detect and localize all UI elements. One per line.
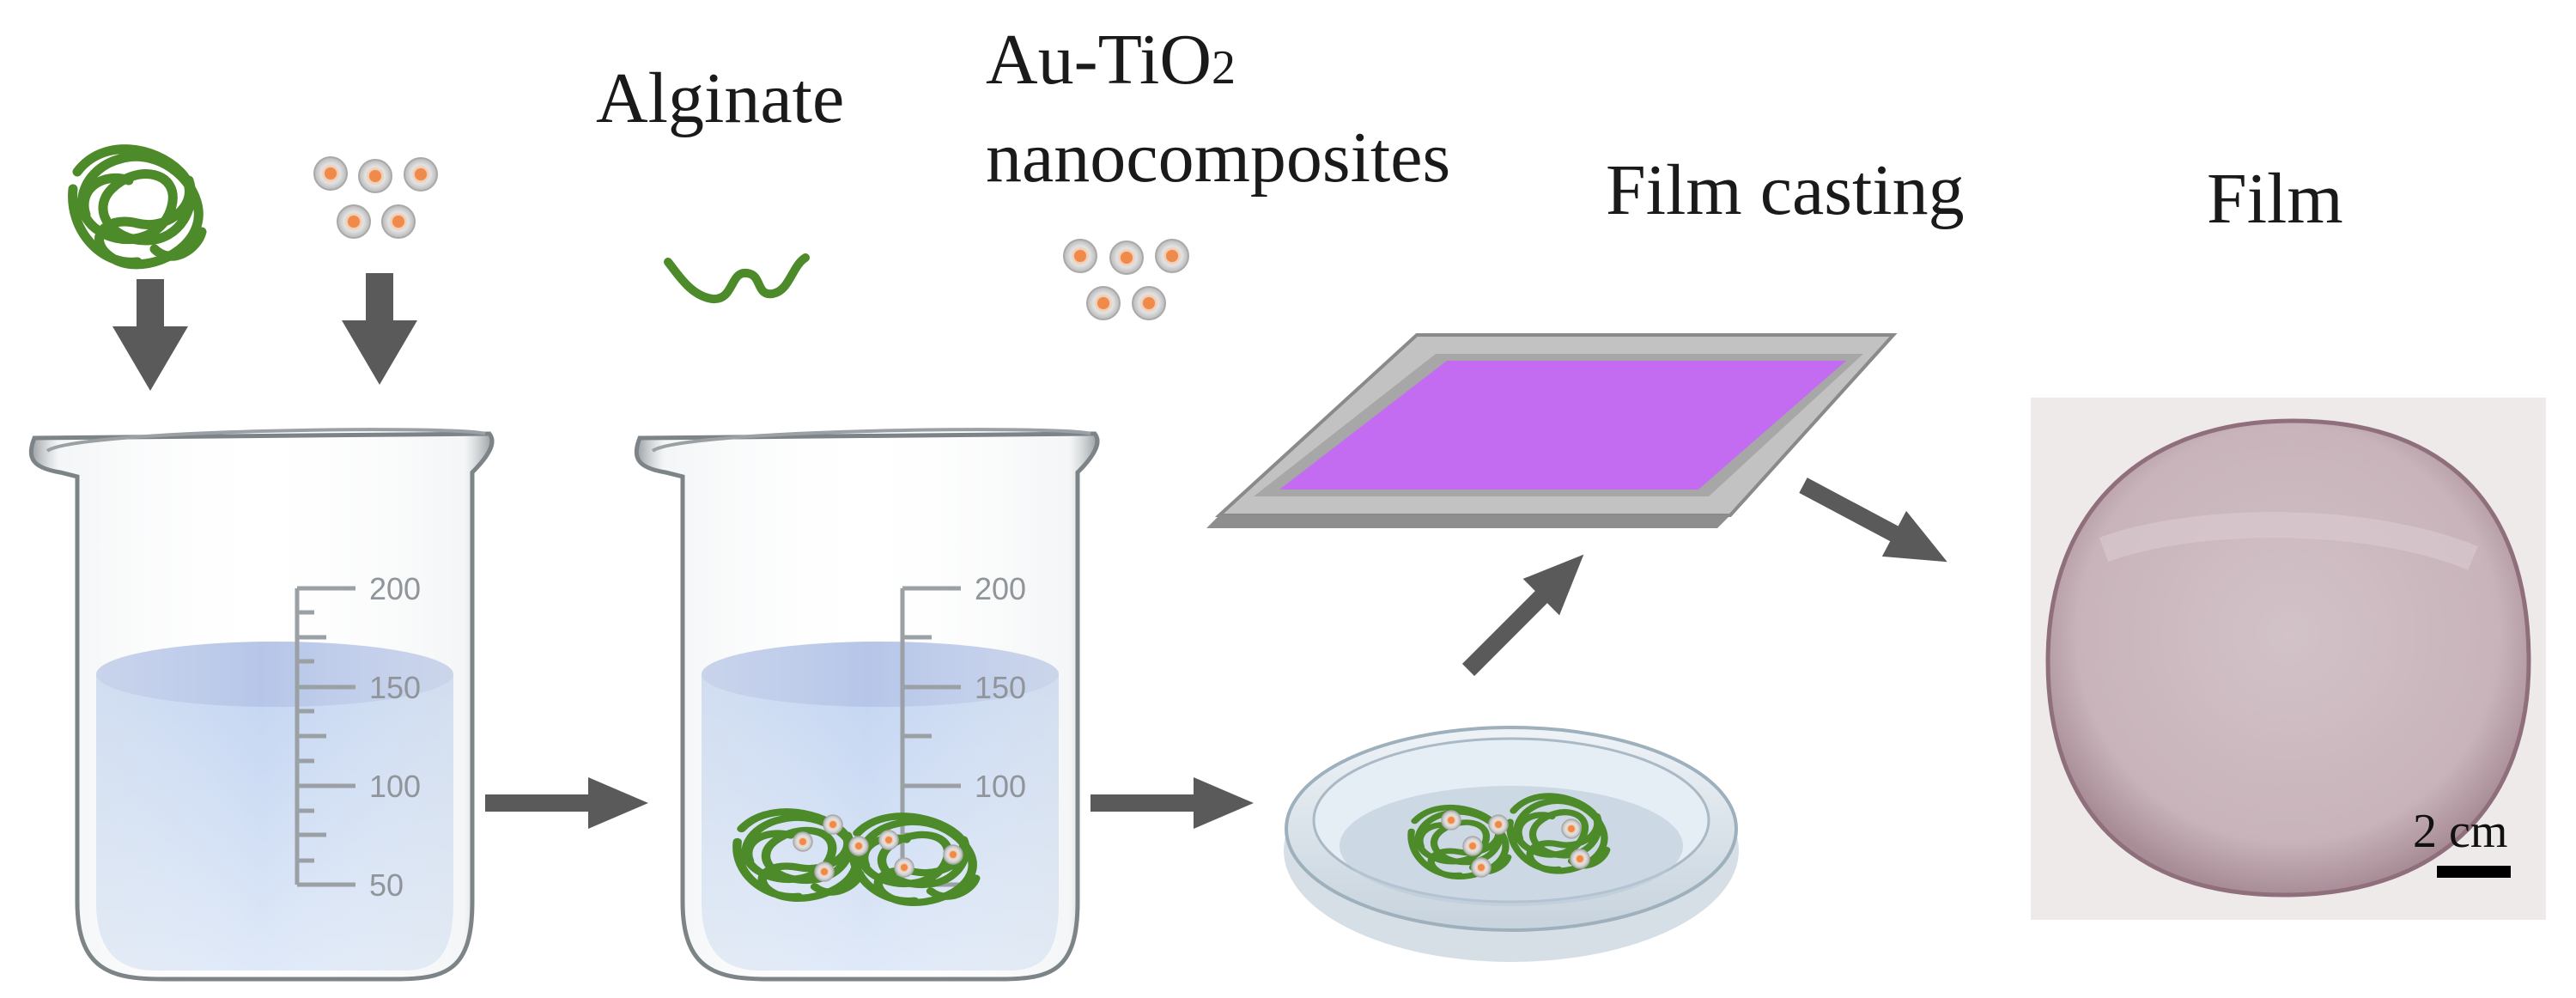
arrow-right-icon [1091,777,1254,829]
alginate-coil-icon [73,149,202,265]
nanoparticle-cluster-icon [1063,239,1189,320]
beaker1-tick-50: 50 [369,867,404,903]
arrow-diagonal-icon [1790,462,1959,585]
film-photo [2031,398,2546,920]
label-au-tio2: Au-TiO2 [986,24,1236,96]
alginate-strand-icon [664,253,810,303]
beaker1-tick-100: 100 [369,769,421,804]
beaker1-tick-200: 200 [369,571,421,606]
label-au-tio2-main: Au-TiO [986,20,1212,100]
beaker2-tick-100: 100 [975,769,1026,804]
arrow-diagonal-icon [1449,536,1602,689]
label-au-tio2-subscript: 2 [1212,41,1236,94]
arrow-right-icon [485,777,648,829]
scale-bar-label: 2 cm [2413,805,2508,858]
label-nanocomposites: nanocomposites [986,118,1451,198]
casting-tray-icon [1206,333,1898,528]
beaker2-tick-150: 150 [975,670,1026,705]
arrow-down-icon [342,273,417,385]
beaker2-tick-200: 200 [975,571,1026,606]
petri-dish-icon [1284,726,1739,962]
nanoparticle-cluster-icon [313,156,438,239]
arrow-down-icon [112,279,188,391]
scale-bar [2437,866,2511,878]
beaker-icon: 200 150 100 50 [28,428,495,982]
beaker-icon: 200 150 100 [634,428,1100,982]
label-alginate: Alginate [596,58,845,138]
label-film-casting: Film casting [1606,150,1965,230]
beaker1-tick-150: 150 [369,670,421,705]
label-film: Film [2207,159,2343,239]
